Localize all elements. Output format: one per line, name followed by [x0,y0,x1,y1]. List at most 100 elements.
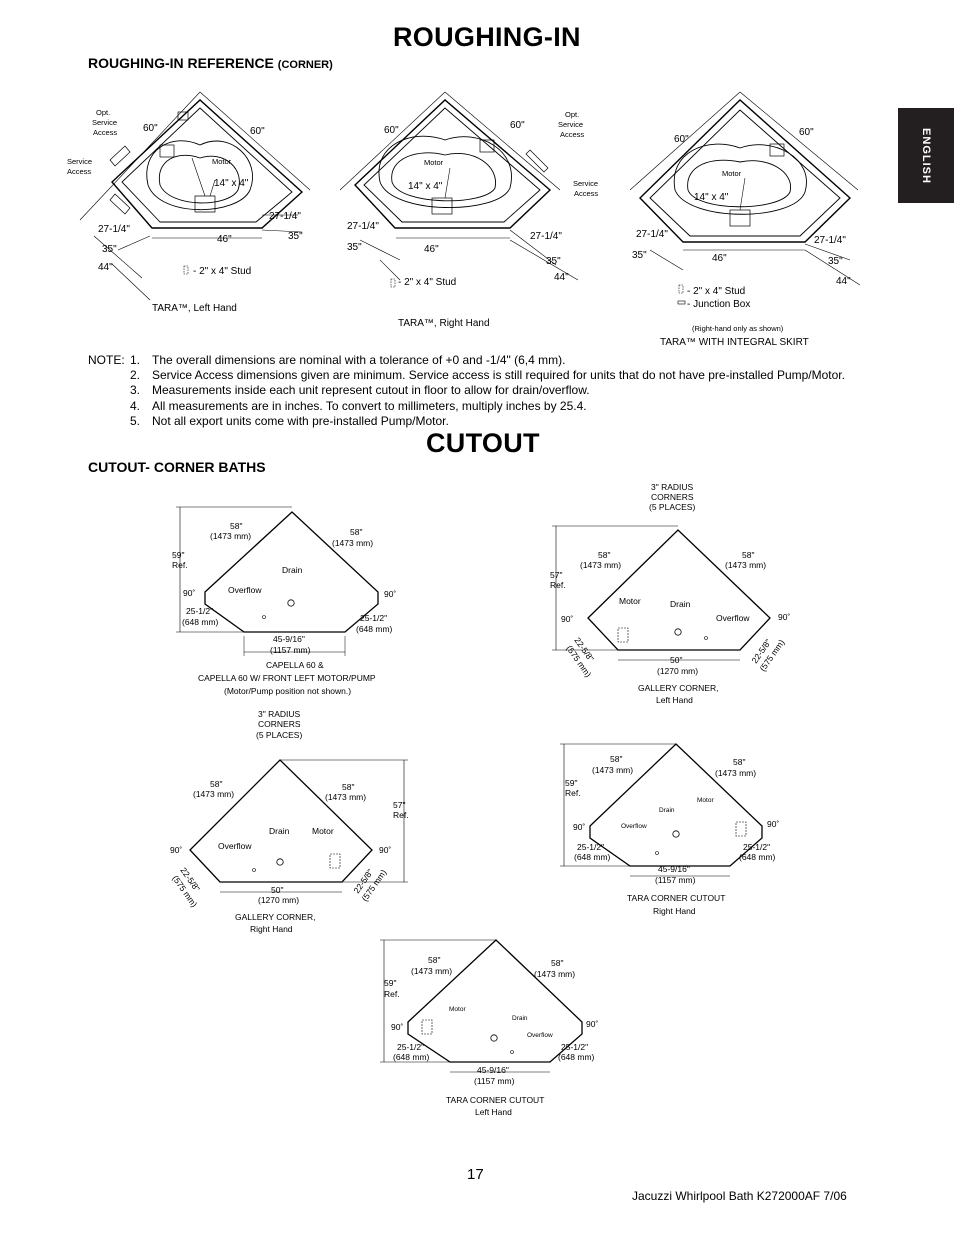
note-row: 2.Service Access dimensions given are mi… [88,368,912,383]
cap-overflow: Overflow [228,585,262,595]
rough-r-35-left: 35" [347,242,362,253]
tr-1473-left: (1473 mm) [592,765,633,775]
note-number: 5. [130,413,141,428]
rough-r-35-right: 35" [546,256,561,267]
tl-caption-1: TARA CORNER CUTOUT [446,1095,544,1105]
tr-58-left: 58" [610,754,622,764]
rough-r-service2: Service [573,179,598,188]
rough-diagram-left [79,91,311,301]
rough-r-27-right: 27-1/4" [530,231,562,242]
gl-drain: Drain [670,599,691,609]
note-row: 4.All measurements are in inches. To con… [88,399,912,414]
cap-caption-3: (Motor/Pump position not shown.) [224,686,351,696]
tr-59: 59" [565,778,577,788]
roughing-section-title-suffix: (CORNER) [277,59,333,71]
tl-motor: Motor [449,1006,466,1013]
tl-caption-2: Left Hand [475,1107,512,1117]
tr-drain: Drain [659,807,675,814]
rough-l-35-left: 35" [102,244,117,255]
gr-caption-1: GALLERY CORNER, [235,912,315,922]
tl-ref: Ref. [384,989,400,999]
rough-s-60-left: 60" [674,134,689,145]
rough-l-44: 44" [98,262,113,273]
rough-l-27-left: 27-1/4" [98,224,130,235]
rough-s-stud: - 2" x 4" Stud [687,286,745,297]
tl-1473-right: (1473 mm) [534,969,575,979]
rough-l-14x4: 14" x 4" [214,178,249,189]
rough-r-access2: Access [574,189,598,198]
tl-45: 45-9/16" [477,1065,509,1075]
gl-caption-1: GALLERY CORNER, [638,683,718,693]
rough-s-junction: - Junction Box [687,299,750,310]
gl-radius-3: (5 PLACES) [649,502,695,512]
note-number: 4. [130,398,141,413]
cutout-gallery-left [552,525,771,661]
cap-25-right: 25-1/2" [360,613,387,623]
gl-1473-right: (1473 mm) [725,560,766,570]
tl-58-right: 58" [551,958,563,968]
cutout-section-title: CUTOUT- CORNER BATHS [88,459,266,475]
gr-drain: Drain [269,826,290,836]
tl-drain: Drain [512,1015,528,1022]
cutout-title: CUTOUT [426,428,540,458]
gr-90-right: 90˚ [379,845,391,855]
note-number: 1. [130,353,141,367]
rough-l-27-right: 27-1/4" [269,211,301,222]
rough-diagram-skirt [629,91,861,305]
rough-r-46: 46" [424,244,439,255]
cap-25-left: 25-1/2" [186,606,213,616]
tl-25-right: 25-1/2" [561,1042,588,1052]
gl-radius-1: 3" RADIUS [651,482,694,492]
tr-45: 45-9/16" [658,864,690,874]
cap-45: 45-9/16" [273,634,305,644]
tl-90-left: 90˚ [391,1022,403,1032]
note-text: The overall dimensions are nominal with … [152,353,566,367]
gr-1270: (1270 mm) [258,895,299,905]
gl-motor: Motor [619,596,641,606]
rough-l-60-right: 60" [250,126,265,137]
gl-58-right: 58" [742,550,754,560]
footer-text: Jacuzzi Whirlpool Bath K272000AF 7/06 [632,1189,847,1203]
rough-l-caption: TARA™, Left Hand [152,303,237,314]
cutout-gallery-right [189,759,408,893]
rough-s-note: (Right-hand only as shown) [692,324,784,333]
cap-58-right: 58" [350,527,362,537]
cap-648-left: (648 mm) [182,617,219,627]
gl-overflow: Overflow [716,613,750,623]
gr-90-left: 90˚ [170,845,182,855]
rough-l-60-left: 60" [143,123,158,134]
gr-caption-2: Right Hand [250,924,293,934]
rough-s-27-left: 27-1/4" [636,229,668,240]
tl-90-right: 90˚ [586,1019,598,1029]
gr-50: 50" [271,885,283,895]
gl-caption-2: Left Hand [656,695,693,705]
roughing-section-title: ROUGHING-IN REFERENCE (CORNER) [88,55,333,71]
note-row: 3.Measurements inside each unit represen… [88,383,912,398]
cap-648-right: (648 mm) [356,624,393,634]
cap-90-right: 90˚ [384,589,396,599]
tr-648-left: (648 mm) [574,852,611,862]
rough-s-motor: Motor [722,169,742,178]
rough-s-35-left: 35" [632,250,647,261]
note-number: 2. [130,368,141,383]
tl-1157: (1157 mm) [474,1076,515,1086]
rough-r-service: Service [558,120,583,129]
gr-radius-2: CORNERS [258,719,301,729]
rough-l-access2: Access [67,167,91,176]
tl-59: 59" [384,978,396,988]
rough-r-60-right: 60" [510,120,525,131]
gr-1473-left: (1473 mm) [193,789,234,799]
note-row: 5.Not all export units come with pre-ins… [88,414,912,429]
rough-r-27-left: 27-1/4" [347,221,379,232]
gr-radius-3: (5 PLACES) [256,730,302,740]
cap-90-left: 90˚ [183,588,195,598]
notes-block: NOTE:1.The overall dimensions are nomina… [88,353,912,429]
rough-l-35-right: 35" [288,231,303,242]
rough-s-27-right: 27-1/4" [814,235,846,246]
gr-1473-right: (1473 mm) [325,792,366,802]
cap-caption-2: CAPELLA 60 W/ FRONT LEFT MOTOR/PUMP [198,673,376,683]
gr-58-right: 58" [342,782,354,792]
rough-r-14x4: 14" x 4" [408,181,443,192]
gl-radius-2: CORNERS [651,492,694,502]
